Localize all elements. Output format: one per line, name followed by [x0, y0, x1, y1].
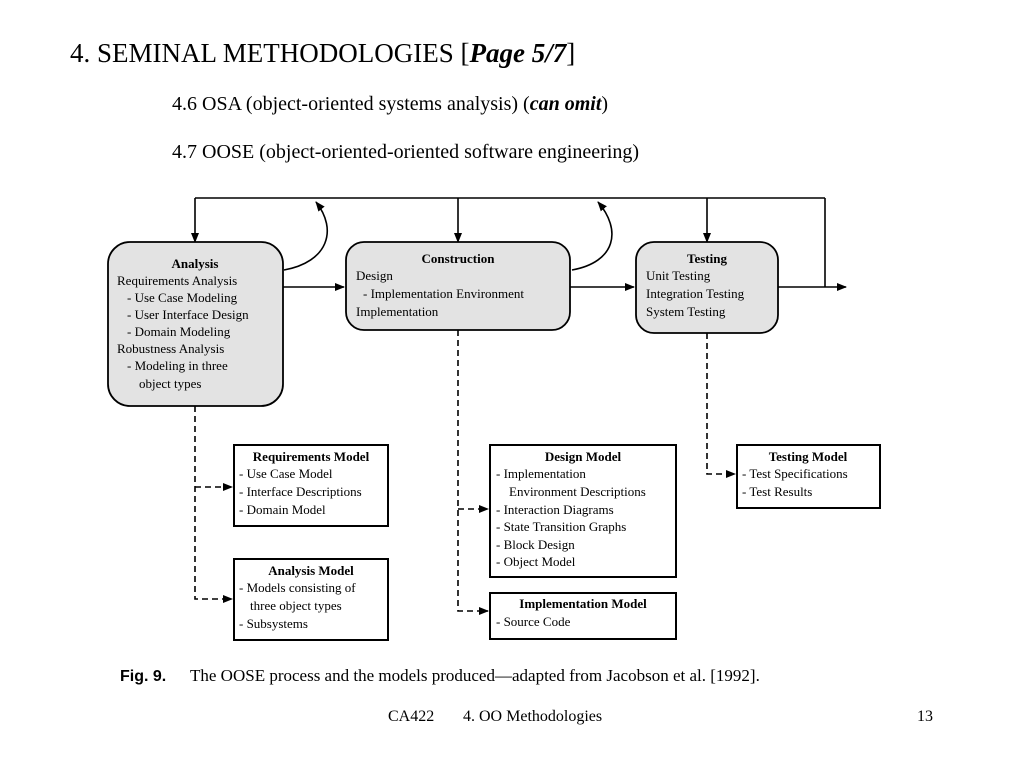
footer-course: CA422 [388, 708, 435, 725]
design-model-title: Design Model [545, 449, 622, 464]
iteration-arrow-analysis [283, 201, 329, 271]
footer-topic: 4. OO Methodologies [463, 708, 603, 725]
design-model-line: - Implementation [496, 466, 586, 481]
design-model-box: Design Model - Implementation Environmen… [489, 444, 677, 578]
model-links [194, 330, 736, 615]
testing-phase-box: Testing Unit Testing Integration Testing… [635, 241, 779, 334]
bullet-osa-emphasis: can omit [529, 93, 602, 115]
analysis-title: Analysis [172, 256, 219, 271]
title-page-ref: Page 5/7 [469, 38, 567, 68]
bullet-oose: 4.7 OOSE (object-oriented-oriented softw… [172, 141, 639, 164]
analysis-line: - User Interface Design [127, 307, 249, 322]
bullet-oose-text: 4.7 OOSE (object-oriented-oriented softw… [172, 141, 640, 163]
analysis-line: Robustness Analysis [117, 341, 224, 356]
design-model-line: Environment Descriptions [509, 484, 646, 499]
analysis-model-box: Analysis Model - Models consisting of th… [233, 558, 389, 641]
analysis-line: Requirements Analysis [117, 273, 237, 288]
requirements-model-line: - Interface Descriptions [239, 484, 362, 499]
construction-line: Design [356, 268, 393, 283]
iteration-arrow-construction [571, 201, 613, 271]
link-analysis-analysis-model [194, 406, 233, 603]
analysis-model-line: - Models consisting of [239, 580, 356, 595]
analysis-line: - Use Case Modeling [127, 290, 238, 305]
testing-model-line: - Test Results [742, 484, 812, 499]
requirements-model-line: - Domain Model [239, 502, 326, 517]
bullet-osa-close: ) [601, 93, 609, 115]
testing-model-box: Testing Model - Test Specifications - Te… [736, 444, 881, 509]
testing-line: System Testing [646, 304, 726, 319]
implementation-model-line: - Source Code [496, 614, 571, 629]
construction-line: Implementation [356, 304, 439, 319]
construction-phase-box: Construction Design - Implementation Env… [345, 241, 571, 331]
analysis-model-line: three object types [250, 598, 342, 613]
design-model-line: - Block Design [496, 537, 575, 552]
testing-model-title: Testing Model [769, 449, 848, 464]
analysis-line: object types [139, 376, 201, 391]
design-model-line: - Object Model [496, 554, 576, 569]
requirements-model-box: Requirements Model - Use Case Model - In… [233, 444, 389, 527]
bullet-osa: 4.6 OSA (object-oriented systems analysi… [172, 93, 608, 116]
title-main: 4. SEMINAL METHODOLOGIES [ [70, 38, 470, 68]
analysis-model-title: Analysis Model [268, 563, 354, 578]
title-close: ] [566, 38, 576, 68]
figure-caption-text: The OOSE process and the models produced… [190, 666, 760, 685]
implementation-model-box: Implementation Model - Source Code [489, 592, 677, 640]
design-model-line: - State Transition Graphs [496, 519, 626, 534]
requirements-model-title: Requirements Model [253, 449, 370, 464]
analysis-phase-box: Analysis Requirements Analysis - Use Cas… [107, 241, 284, 407]
analysis-line: - Domain Modeling [127, 324, 231, 339]
design-model-line: - Interaction Diagrams [496, 502, 614, 517]
testing-line: Unit Testing [646, 268, 711, 283]
figure-caption-label: Fig. 9. [120, 668, 166, 685]
analysis-model-line: - Subsystems [239, 616, 308, 631]
implementation-model-title: Implementation Model [519, 596, 647, 611]
testing-title: Testing [687, 251, 727, 266]
slide-title: 4. SEMINAL METHODOLOGIES [Page 5/7] [70, 38, 575, 69]
testing-model-line: - Test Specifications [742, 466, 848, 481]
link-construction-implementation-model [457, 330, 489, 615]
bullet-osa-text: 4.6 OSA (object-oriented systems analysi… [172, 93, 530, 115]
requirements-model-line: - Use Case Model [239, 466, 333, 481]
testing-line: Integration Testing [646, 286, 745, 301]
analysis-line: - Modeling in three [127, 358, 228, 373]
footer-page-number: 13 [917, 708, 933, 725]
construction-title: Construction [422, 251, 496, 266]
link-testing-testing-model [706, 333, 736, 478]
feedback-loop [191, 197, 826, 287]
construction-line: - Implementation Environment [363, 286, 524, 301]
